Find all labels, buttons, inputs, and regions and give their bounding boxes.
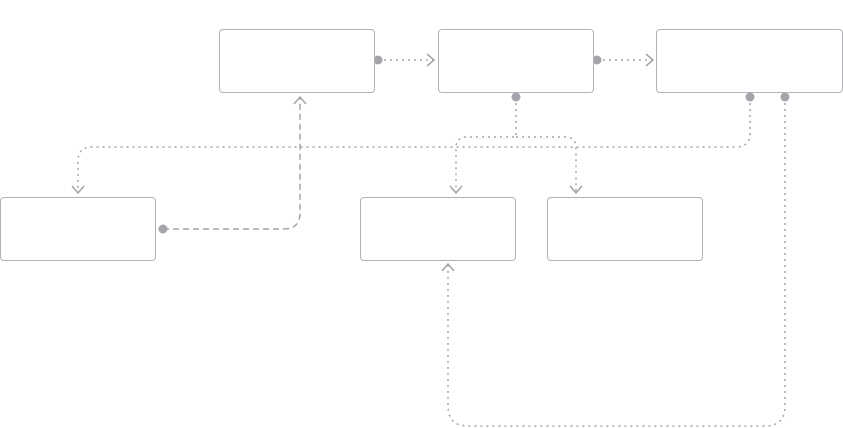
endpoint-dot xyxy=(780,92,790,102)
node-top-right[interactable] xyxy=(656,29,843,93)
endpoint-dot xyxy=(158,224,168,234)
edge-top-middle-to-bottom-middle[interactable] xyxy=(455,97,517,193)
node-bottom-middle[interactable] xyxy=(360,197,516,261)
endpoint-dot xyxy=(592,55,602,65)
node-top-middle[interactable] xyxy=(438,29,594,93)
edge-top-right-to-bottom-left[interactable] xyxy=(77,97,751,193)
arrowhead-icon xyxy=(441,262,455,272)
endpoint-dot xyxy=(373,55,383,65)
arrowhead-icon xyxy=(449,185,463,195)
arrowhead-icon xyxy=(71,185,85,195)
arrowhead-icon xyxy=(293,95,307,105)
node-bottom-right[interactable] xyxy=(547,197,703,261)
endpoint-dot xyxy=(745,92,755,102)
arrowhead-icon xyxy=(645,53,655,67)
endpoint-dot xyxy=(511,92,521,102)
arrowhead-icon xyxy=(569,185,583,195)
edge-bottom-left-to-top-left[interactable] xyxy=(163,97,301,230)
node-bottom-left[interactable] xyxy=(0,197,156,261)
arrowhead-icon xyxy=(426,53,436,67)
node-top-left[interactable] xyxy=(219,29,375,93)
edge-top-middle-to-bottom-right[interactable] xyxy=(516,136,577,193)
